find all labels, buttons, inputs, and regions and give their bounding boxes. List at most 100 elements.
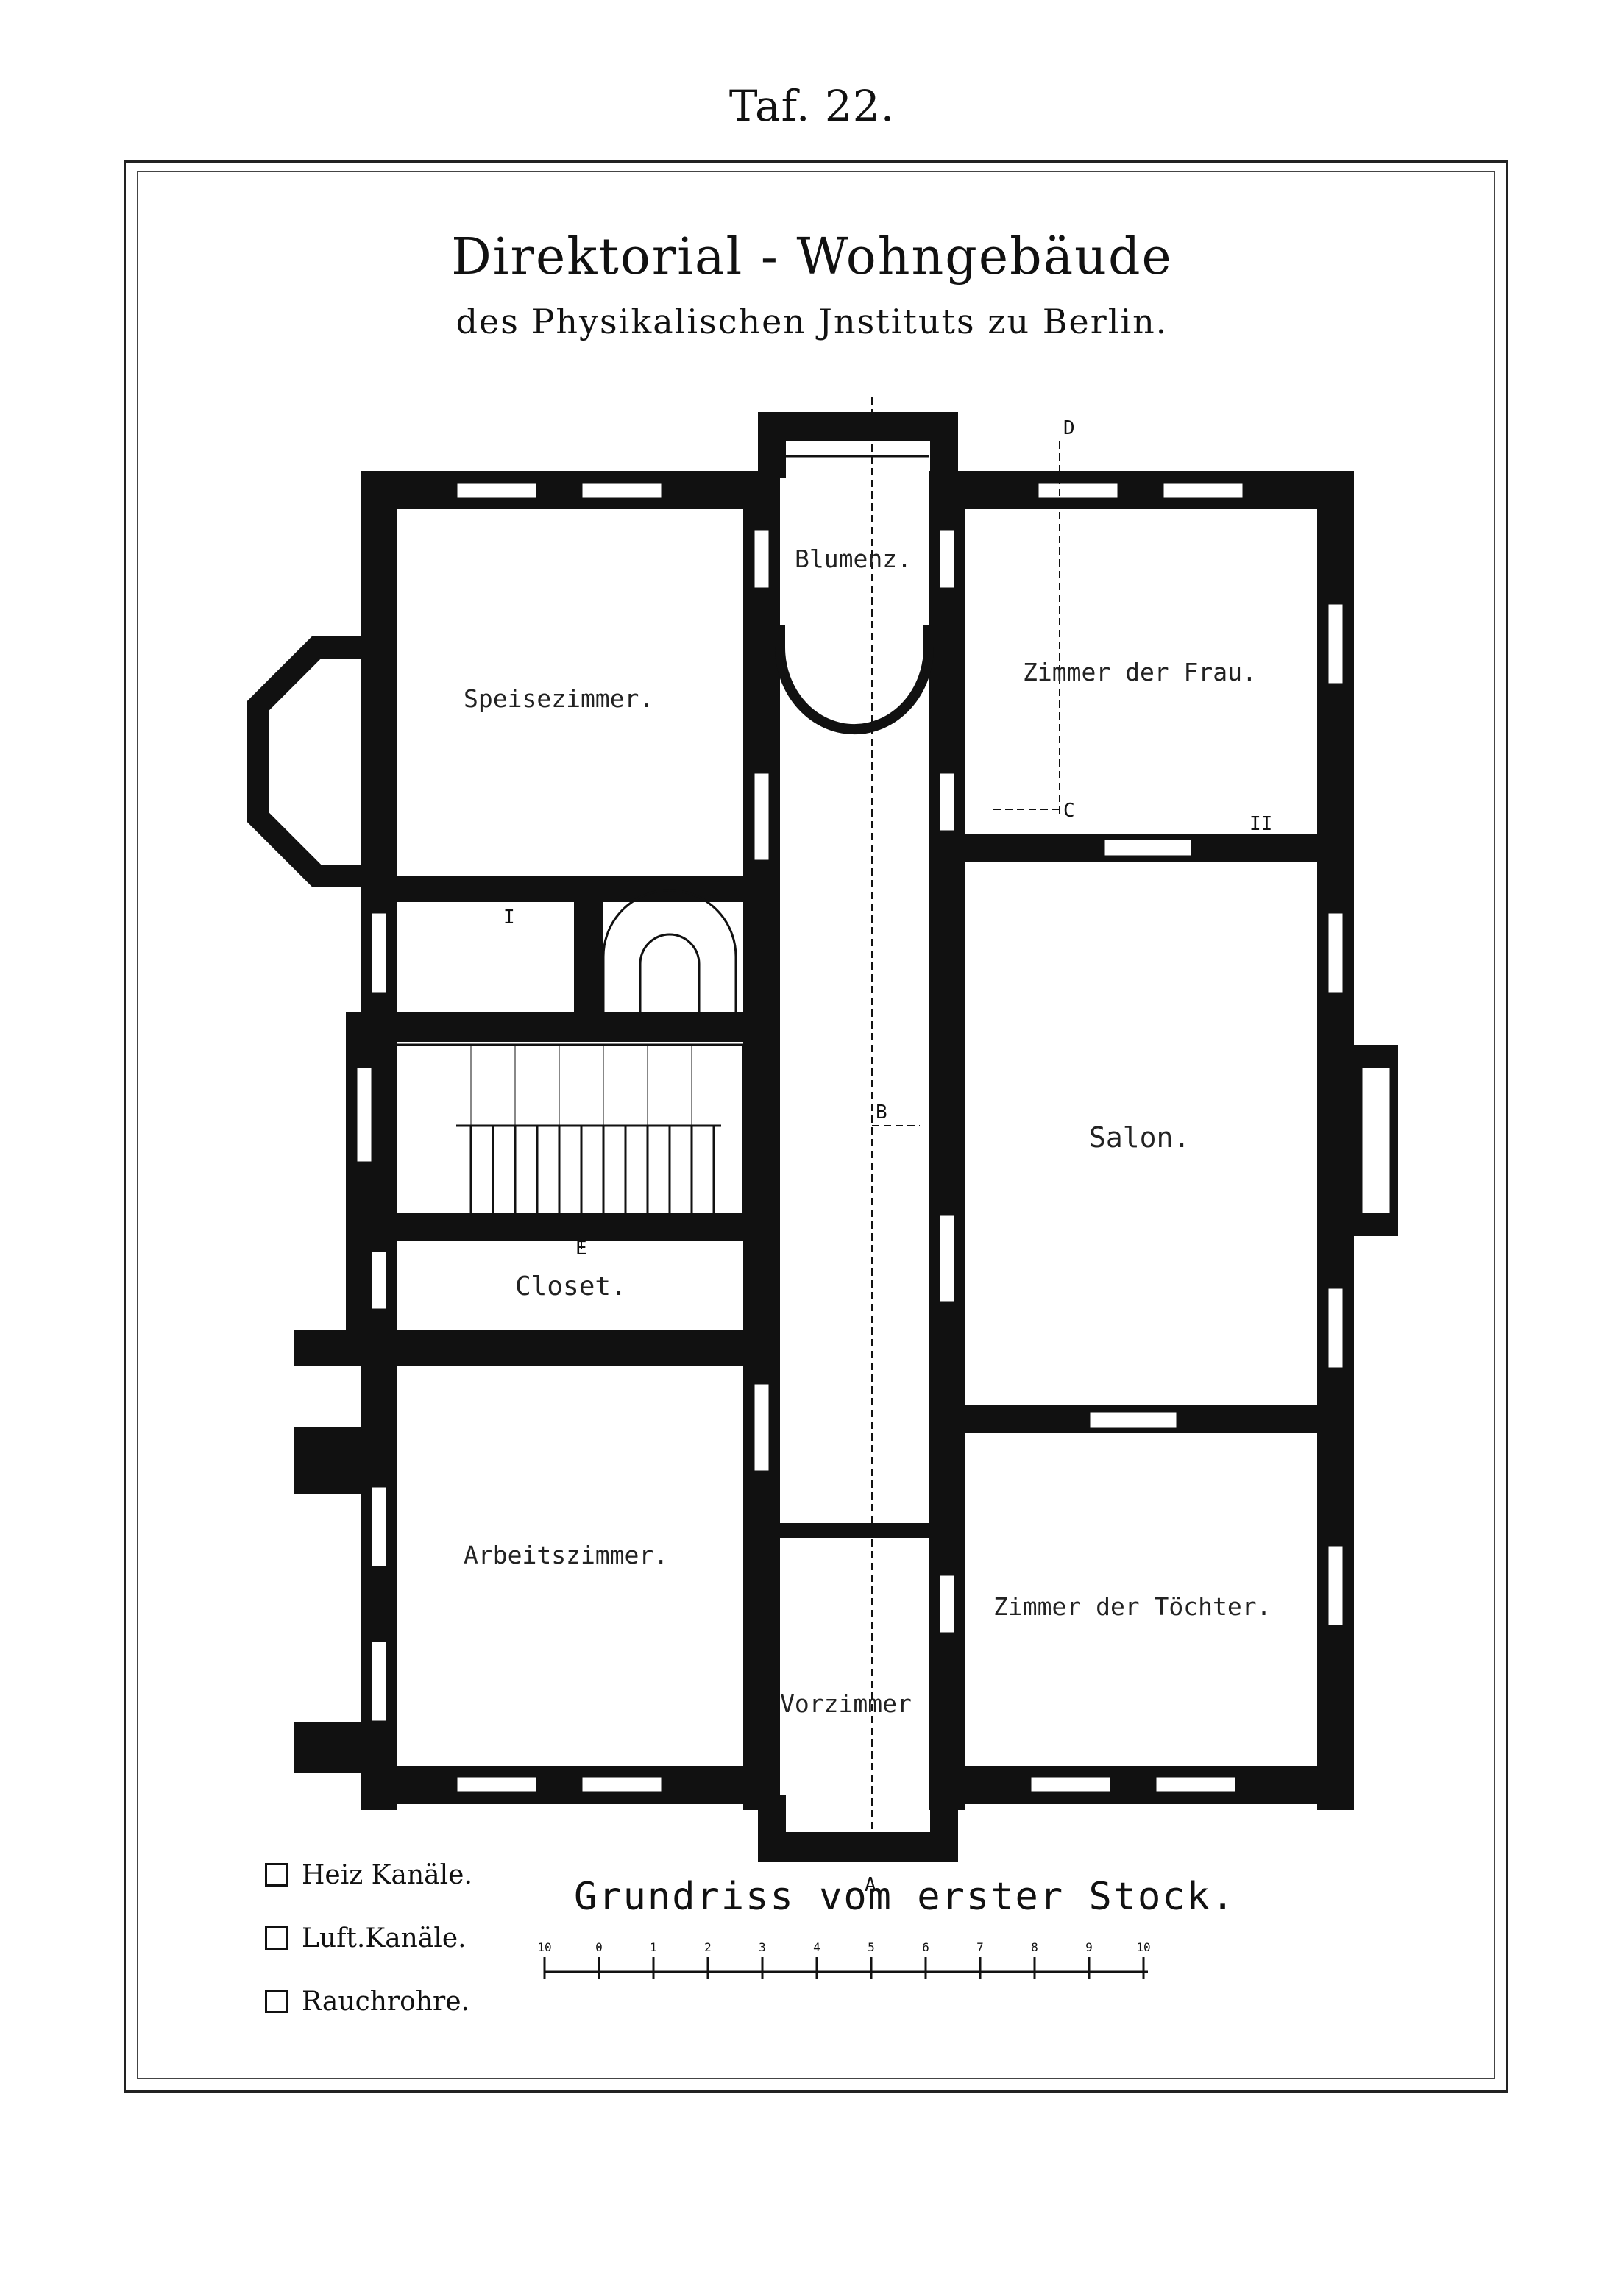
room-label-arbeitszimmer: Arbeitszimmer. xyxy=(464,1541,669,1569)
scale-label: 6 xyxy=(922,1940,929,1954)
section-mark-d: D xyxy=(1063,417,1075,439)
section-mark-c: C xyxy=(1063,800,1075,822)
scale-label: 3 xyxy=(759,1940,766,1954)
section-mark-i: I xyxy=(503,906,515,929)
window xyxy=(1036,481,1120,500)
wall-arbeit-west-ext xyxy=(294,1427,361,1494)
window xyxy=(1326,602,1345,686)
wall-stair-north xyxy=(346,1012,758,1042)
legend-luft-kanaele: Luft.Kanäle. xyxy=(265,1923,467,1953)
window xyxy=(1161,481,1245,500)
window xyxy=(580,1775,664,1794)
door xyxy=(752,1382,771,1473)
porch-south-bottom xyxy=(758,1832,958,1862)
walls xyxy=(294,412,1398,1862)
window xyxy=(369,1639,389,1723)
wall-arbeit-west-ext-2 xyxy=(294,1722,361,1773)
legend-label: Luft.Kanäle. xyxy=(302,1923,467,1953)
window xyxy=(369,911,389,995)
wall-speise-south xyxy=(397,876,743,902)
window xyxy=(1154,1775,1238,1794)
window xyxy=(580,481,664,500)
porch-south-left xyxy=(758,1795,786,1862)
window xyxy=(455,1775,539,1794)
window xyxy=(1029,1775,1113,1794)
window xyxy=(369,1249,389,1311)
octagonal-bay xyxy=(247,636,361,887)
window xyxy=(355,1065,374,1164)
porch-north-top xyxy=(758,412,958,441)
scale-label: 5 xyxy=(868,1940,875,1954)
room-label-closet: Closet. xyxy=(515,1271,627,1302)
legend-swatch xyxy=(265,1926,288,1950)
scale-label: 2 xyxy=(704,1940,712,1954)
windows xyxy=(355,481,1345,1794)
section-mark-e: E xyxy=(575,1238,587,1260)
scale-label: 0 xyxy=(595,1940,603,1954)
door xyxy=(937,528,957,590)
wall-stair-south xyxy=(346,1214,758,1241)
wall-south-west xyxy=(361,1766,758,1804)
room-label-vorzimmer: Vorzimmer xyxy=(780,1689,912,1718)
wall-north-east xyxy=(949,471,1347,509)
drawing-title: Direktorial - Wohngebäude xyxy=(451,228,1173,286)
door xyxy=(752,528,771,590)
door xyxy=(937,1213,957,1304)
window xyxy=(455,481,539,500)
section-mark-b: B xyxy=(876,1101,887,1124)
door xyxy=(752,771,771,862)
door xyxy=(937,1573,957,1635)
room-label-speisezimmer: Speisezimmer. xyxy=(464,684,654,713)
scale-label: 10 xyxy=(1136,1940,1150,1954)
window xyxy=(1326,1544,1345,1628)
porch-north-right xyxy=(930,412,958,478)
door xyxy=(1102,837,1194,858)
room-label-zimmer-der-toechter: Zimmer der Töchter. xyxy=(993,1592,1272,1621)
main-stair xyxy=(374,1043,745,1216)
scale-label: 4 xyxy=(813,1940,820,1954)
scale-labels: 10 0 1 2 3 4 5 6 7 8 9 10 xyxy=(537,1940,1150,1954)
window xyxy=(369,1485,389,1569)
plate-number: Taf. 22. xyxy=(728,81,896,131)
legend-swatch xyxy=(265,1990,288,2013)
door xyxy=(1088,1410,1179,1430)
room-label-blumenzimmer: Blumenz. xyxy=(795,544,912,573)
inner-frame xyxy=(137,171,1495,2079)
drawing-subtitle: des Physikalischen Jnstituts zu Berlin. xyxy=(455,302,1169,341)
section-mark-ii: II xyxy=(1249,813,1272,835)
spiral-stair xyxy=(602,889,737,1015)
east-bay-window xyxy=(1360,1065,1392,1216)
window xyxy=(1326,1286,1345,1370)
section-mark-a: A xyxy=(865,1874,876,1896)
wall-vorzimmer-north xyxy=(780,1523,929,1538)
wall-small-room xyxy=(574,902,603,1027)
plan-title: Grundriss vom erster Stock. xyxy=(574,1875,1236,1919)
legend-label: Rauchrohre. xyxy=(302,1987,469,2017)
scale-bar xyxy=(543,1957,1148,1979)
legend-heiz-kanaele: Heiz Kanäle. xyxy=(265,1860,472,1890)
wall-north-west xyxy=(361,471,758,509)
porch-south-right xyxy=(930,1795,958,1862)
blumenz-apse xyxy=(775,625,934,735)
wall-south-east xyxy=(949,1766,1354,1804)
window xyxy=(1326,911,1345,995)
scale-label: 7 xyxy=(976,1940,984,1954)
legend-swatch xyxy=(265,1863,288,1887)
door xyxy=(937,771,957,833)
outer-frame xyxy=(124,160,1508,2093)
wall-corridor-west xyxy=(743,471,780,1810)
legend-label: Heiz Kanäle. xyxy=(302,1860,472,1890)
room-label-salon: Salon. xyxy=(1089,1121,1191,1154)
scale-label: 9 xyxy=(1085,1940,1093,1954)
room-label-zimmer-der-frau: Zimmer der Frau. xyxy=(1023,658,1257,686)
porch-north-left xyxy=(758,412,786,478)
scale-label: 1 xyxy=(650,1940,657,1954)
stair-treads xyxy=(469,1045,715,1214)
legend-rauchrohre: Rauchrohre. xyxy=(265,1987,469,2017)
scale-label: 8 xyxy=(1031,1940,1038,1954)
scale-label: 10 xyxy=(537,1940,551,1954)
section-letters: D C B A E I II xyxy=(503,417,1272,1896)
section-lines xyxy=(581,397,1060,1854)
wall-stair-west xyxy=(346,1012,375,1366)
